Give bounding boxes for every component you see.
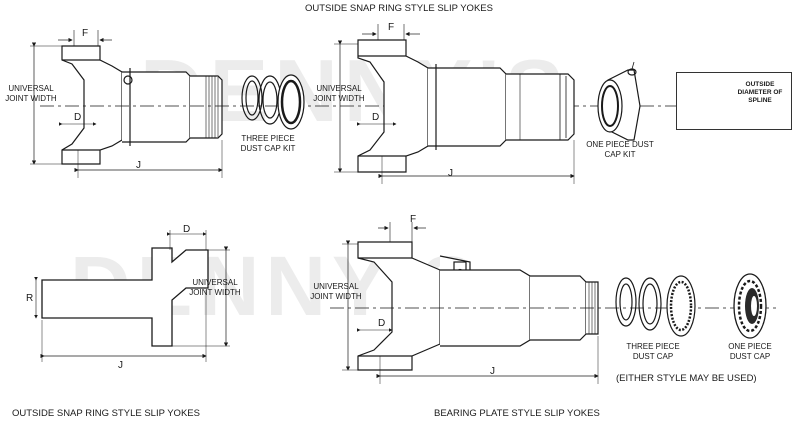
title-top: OUTSIDE SNAP RING STYLE SLIP YOKES (305, 3, 493, 14)
label-three-piece-cap: THREE PIECE DUST CAP (626, 342, 680, 361)
dim-d-bottom-right: D (378, 318, 386, 329)
label-universal-joint-width-2: UNIVERSAL JOINT WIDTH (313, 84, 365, 103)
three-piece-dust-cap-bottom (615, 275, 696, 337)
dim-d-top-left: D (74, 112, 82, 123)
dim-j-top-left: J (136, 160, 141, 171)
dim-f-bottom-right: F (410, 214, 417, 225)
label-one-piece-cap: ONE PIECE DUST CAP (728, 342, 772, 361)
one-piece-dust-cap-kit-top (597, 61, 641, 141)
label-three-piece-kit: THREE PIECE DUST CAP KIT (240, 134, 296, 153)
dim-d-top-middle: D (372, 112, 380, 123)
yoke-bottom-right (357, 241, 599, 371)
label-either-style: (EITHER STYLE MAY BE USED) (616, 373, 757, 384)
dim-j-top-middle: J (448, 168, 453, 179)
label-outside-diameter: OUTSIDE DIAMETER OF SPLINE (737, 81, 783, 104)
title-bottom-right: BEARING PLATE STYLE SLIP YOKES (434, 408, 600, 419)
label-universal-joint-width-3: UNIVERSAL JOINT WIDTH (189, 278, 241, 297)
yoke-top-left (61, 45, 223, 165)
dim-f-top-left: F (82, 28, 89, 39)
one-piece-dust-cap-bottom (733, 273, 767, 339)
spline-diameter-box: OUTSIDE DIAMETER OF SPLINE (676, 72, 792, 130)
three-piece-dust-cap-kit-top (241, 74, 305, 130)
dim-f-top-middle: F (388, 22, 395, 33)
label-one-piece-kit: ONE PIECE DUST CAP KIT (586, 140, 654, 159)
yoke-top-middle (357, 39, 575, 173)
dim-j-bottom-right: J (490, 366, 495, 377)
label-universal-joint-width-4: UNIVERSAL JOINT WIDTH (310, 282, 362, 301)
dim-d-bottom-left: D (183, 224, 191, 235)
dim-r: R (26, 293, 34, 304)
title-bottom-left: OUTSIDE SNAP RING STYLE SLIP YOKES (12, 408, 200, 419)
label-universal-joint-width-1: UNIVERSAL JOINT WIDTH (5, 84, 57, 103)
dim-j-bottom-left: J (118, 360, 123, 371)
yoke-bottom-left (41, 247, 209, 347)
